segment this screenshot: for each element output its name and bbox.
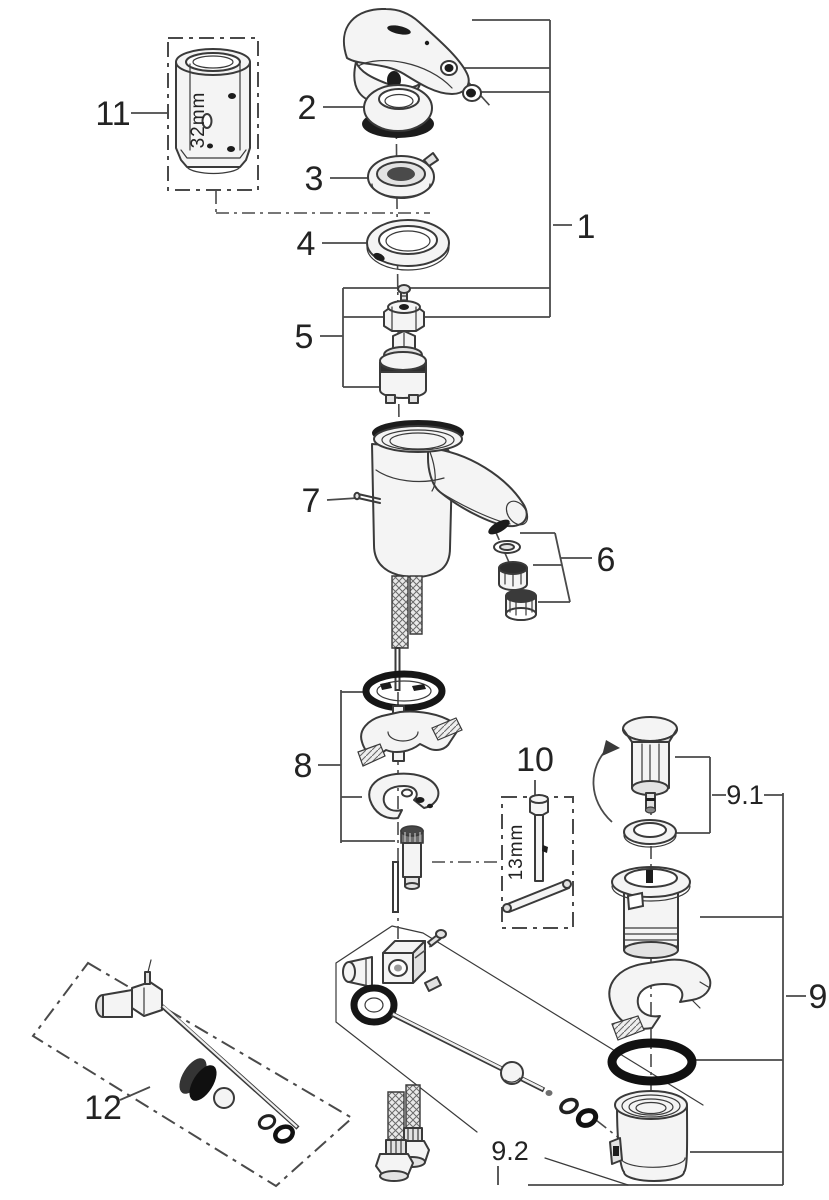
dimension-13mm: 13mm (506, 824, 527, 881)
horizontal-rod (390, 1011, 553, 1096)
mounting-horseshoe-lower (368, 772, 440, 820)
cap-dome-part2 (362, 84, 434, 138)
waste-body (609, 1090, 689, 1182)
rod-kit-12 (95, 959, 300, 1144)
callout-10-box (432, 780, 574, 929)
callout-5: 5 (295, 318, 314, 356)
mounting-bracket-upper (357, 710, 463, 767)
base-oring-part8 (362, 670, 446, 712)
handle-screw (440, 60, 458, 76)
supply-hose-stubs (391, 575, 423, 691)
pull-rod (392, 861, 399, 913)
connection-hoses (375, 1084, 430, 1182)
faucet-body (353, 420, 529, 578)
tee-plug-cone (424, 976, 442, 992)
rod-orings (559, 1097, 599, 1128)
callout-labels: 11 2 3 4 1 5 7 6 8 10 9.1 9 9.2 12 32mm … (84, 89, 827, 1166)
dimension-32mm: 32mm (188, 92, 209, 149)
callout-9: 9 (809, 978, 828, 1016)
callout-8: 8 (294, 747, 313, 785)
escutcheon-ring-part4 (366, 219, 450, 271)
callout-12: 12 (84, 1089, 122, 1127)
popup-washer (623, 819, 677, 848)
handle-plug (462, 84, 482, 102)
callout-7: 7 (302, 482, 321, 520)
waste-oring (607, 1038, 697, 1086)
waste-flange (611, 866, 691, 959)
cartridge-nut (383, 300, 425, 332)
aerator-insert (498, 561, 528, 591)
callout-1-bracket (413, 19, 572, 318)
tee-screw (414, 929, 447, 959)
aerator-housing (505, 589, 537, 621)
callout-11-box (131, 37, 430, 214)
socket-wrench-13mm (502, 794, 572, 913)
group-9-2-outline (335, 925, 704, 1186)
callout-4: 4 (297, 225, 316, 263)
aerator-gasket (493, 540, 521, 554)
lever-pin (353, 491, 381, 504)
callout-2-3-4-7-leaders (322, 106, 370, 501)
callout-9-1-bracket (675, 756, 783, 834)
callout-9-2: 9.2 (491, 1136, 529, 1166)
callout-6-bracket (520, 532, 592, 603)
callout-1: 1 (577, 208, 596, 246)
callout-10: 10 (516, 741, 554, 779)
callout-6: 6 (597, 541, 616, 579)
callout-11: 11 (95, 95, 130, 133)
callout-8-bracket (318, 690, 395, 843)
callout-12-box (31, 961, 354, 1188)
retainer-cap-part3 (367, 152, 439, 199)
callout-3: 3 (305, 160, 324, 198)
callout-2: 2 (298, 89, 317, 127)
socket-tool-32mm (175, 48, 251, 175)
cartridge-part5 (379, 330, 427, 404)
popup-plug (592, 716, 678, 823)
grommet-oring (350, 984, 398, 1026)
tee-valve (342, 929, 447, 992)
mounting-stud (400, 825, 424, 890)
callout-9-bracket (528, 793, 806, 1186)
side-plug (342, 956, 373, 988)
waste-clamp (608, 958, 712, 1041)
callout-9-1: 9.1 (726, 780, 764, 810)
callout-5-bracket (320, 287, 550, 388)
